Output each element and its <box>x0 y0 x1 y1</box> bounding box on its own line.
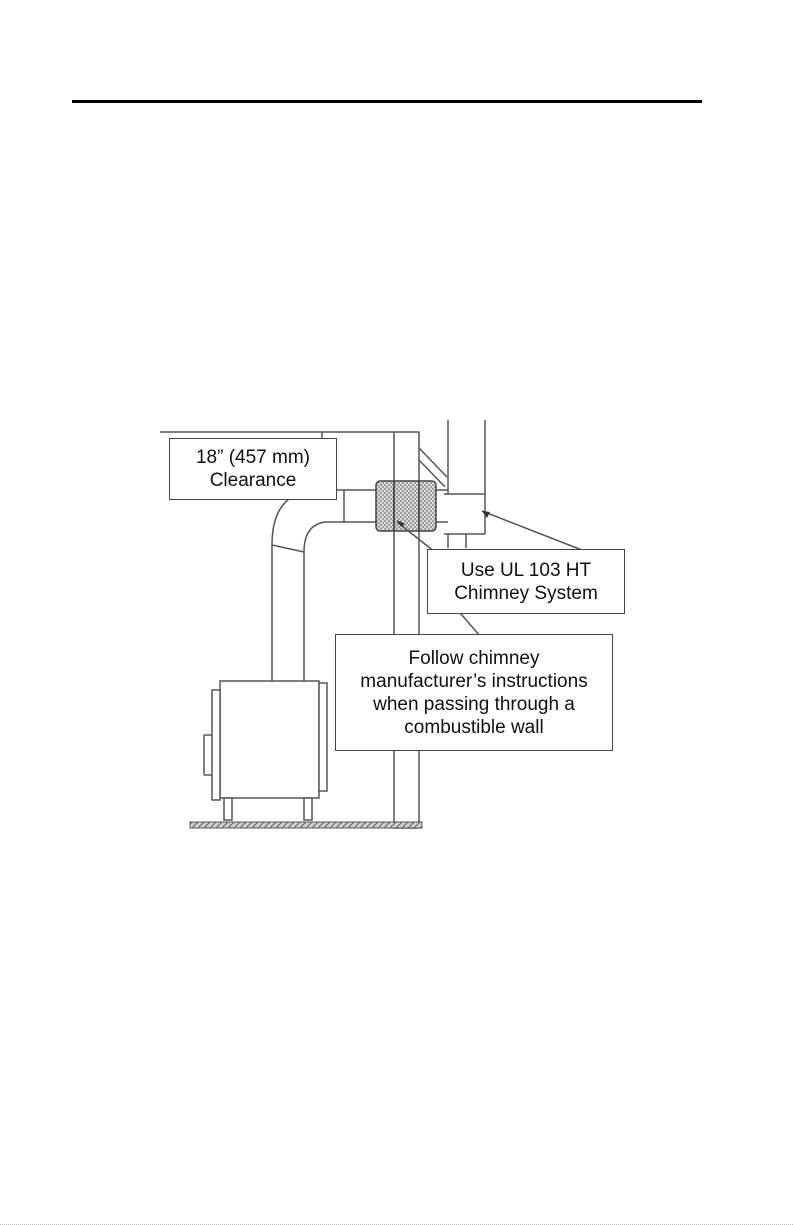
callout-instructions-line-2: manufacturer’s instructions <box>336 670 612 693</box>
callout-chimney-line-2: Chimney System <box>428 582 624 605</box>
callout-chimney-system: Use UL 103 HT Chimney System <box>427 549 625 614</box>
callout-clearance: 18” (457 mm) Clearance <box>169 438 337 500</box>
callout-clearance-line-1: 18” (457 mm) <box>170 446 336 469</box>
callout-clearance-line-2: Clearance <box>170 469 336 492</box>
callout-instructions: Follow chimney manufacturer’s instructio… <box>335 634 613 751</box>
floor <box>190 822 422 828</box>
insulated-thimble-icon <box>376 481 436 531</box>
callout-instructions-line-4: combustible wall <box>336 716 612 739</box>
leader-line-chimney <box>482 511 587 552</box>
wood-stove-icon <box>204 681 327 820</box>
connector-pipe <box>272 490 344 690</box>
callout-instructions-line-1: Follow chimney <box>336 647 612 670</box>
callout-instructions-line-3: when passing through a <box>336 693 612 716</box>
callout-chimney-line-1: Use UL 103 HT <box>428 559 624 582</box>
